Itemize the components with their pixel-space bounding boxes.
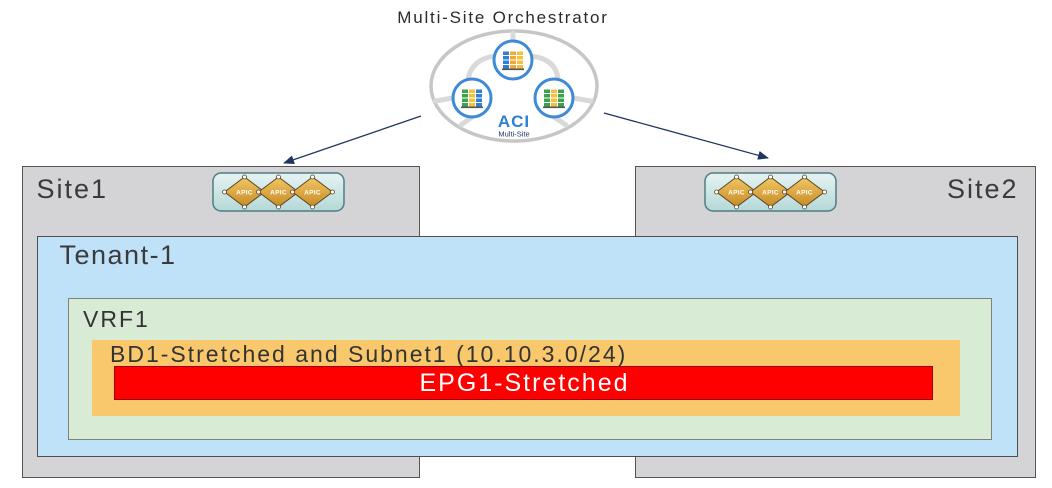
apic-controller: APIC — [781, 174, 827, 209]
apic-controller: APIC — [221, 174, 267, 209]
apic-label: APIC — [762, 189, 779, 196]
bridge-domain-box: BD1-Stretched and Subnet1 (10.10.3.0/24)… — [92, 340, 960, 416]
apic-label: APIC — [304, 189, 321, 196]
apic-cluster-site-2: APIC APIC APIC — [703, 171, 837, 212]
arrow-to-site-1 — [283, 115, 422, 165]
tenant-label: Tenant-1 — [59, 239, 177, 270]
server-rack-icon — [502, 51, 524, 71]
controller-node-top — [492, 39, 534, 81]
vrf-label: VRF1 — [83, 306, 150, 332]
epg-label: EPG1-Stretched — [419, 369, 630, 397]
apic-controller: APIC — [289, 174, 335, 209]
apic-label: APIC — [728, 189, 745, 196]
apic-label: APIC — [270, 189, 287, 196]
tenant-box: Tenant-1 VRF1 BD1-Stretched and Subnet1 … — [37, 236, 1018, 457]
aci-logo-subtext: Multi-Site — [498, 130, 529, 139]
vrf-box: VRF1 BD1-Stretched and Subnet1 (10.10.3.… — [68, 298, 992, 440]
aci-logo-text: ACI — [498, 112, 530, 131]
apic-cluster-site-1: APIC APIC APIC — [211, 171, 345, 212]
apic-label: APIC — [236, 189, 253, 196]
controller-node-left — [451, 77, 493, 119]
arrow-to-site-2 — [603, 112, 769, 160]
server-rack-icon — [461, 89, 483, 109]
aci-multisite-logo: ACI Multi-Site — [429, 29, 599, 143]
apic-label: APIC — [796, 189, 813, 196]
bridge-domain-label: BD1-Stretched and Subnet1 (10.10.3.0/24) — [110, 341, 628, 367]
orchestrator-title: Multi-Site Orchestrator — [397, 8, 609, 27]
controller-node-right — [533, 77, 575, 119]
site-2-label: Site2 — [946, 173, 1019, 204]
server-rack-icon — [543, 89, 565, 109]
epg-bar: EPG1-Stretched — [114, 366, 933, 400]
site-1-label: Site1 — [36, 173, 109, 204]
